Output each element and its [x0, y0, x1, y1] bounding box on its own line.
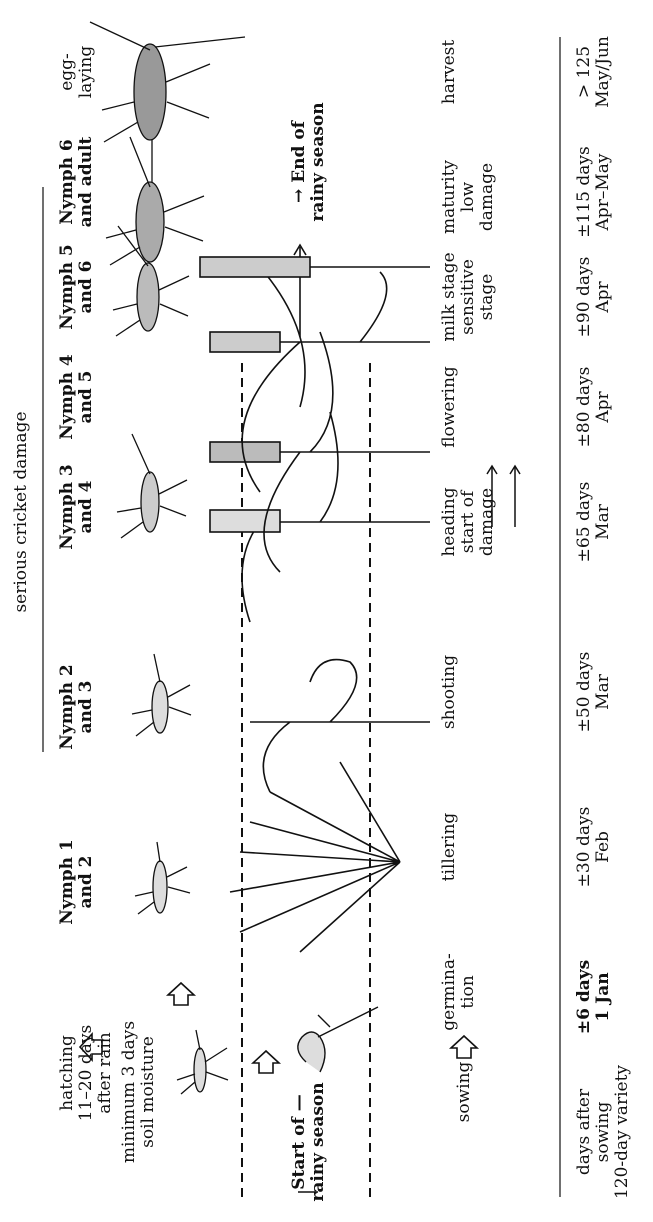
sowing-label: sowing	[455, 1052, 474, 1132]
plant-shooting-sketch	[250, 660, 430, 793]
damage-header: serious cricket damage	[12, 362, 31, 662]
timing-flowering: ±80 days Apr	[575, 362, 613, 452]
timing-germination: ±6 days 1 Jan	[575, 952, 613, 1042]
stage-egg-laying: egg- laying	[58, 32, 96, 112]
cricket-hatchling-sketch	[177, 1030, 228, 1094]
cricket-nymph-3-sketch	[117, 434, 187, 538]
start-rainy-season: Start of — rainy season	[290, 1072, 328, 1212]
plant-stage-heading: heading start of damage	[440, 477, 497, 567]
hollow-arrow-soil	[168, 983, 194, 1005]
timing-heading: ±65 days Mar	[575, 477, 613, 567]
cricket-nymph-1-sketch	[135, 842, 190, 914]
plant-germination-sketch	[298, 1007, 378, 1072]
timing-tillering: ±30 days Feb	[575, 802, 613, 892]
timing-maturity: ±115 days Apr–May	[575, 142, 613, 242]
cricket-adult-sketch	[106, 122, 204, 265]
timing-harvest: > 125 May/Jun	[575, 27, 613, 117]
plant-stage-germination: germina- tion	[440, 947, 478, 1037]
stage-nymph-1: Nymph 1 and 2	[58, 832, 96, 932]
cricket-nymph-2-sketch	[132, 654, 191, 736]
plant-stage-maturity: maturity low damage	[440, 152, 497, 242]
timing-header: days after sowing 120-day variety	[575, 1062, 632, 1202]
end-rainy-season: → End of rainy season	[290, 87, 328, 237]
timing-shooting: ±50 days Mar	[575, 647, 613, 737]
stage-nymph-3: Nymph 3 and 4	[58, 452, 96, 562]
plant-tillering-sketch	[230, 762, 400, 952]
plant-stage-tillering: tillering	[440, 802, 459, 892]
hollow-arrow-rainy	[253, 1051, 279, 1073]
stage-nymph-5: Nymph 5 and 6	[58, 232, 96, 342]
stage-nymph-4: Nymph 4 and 5	[58, 342, 96, 452]
plant-stage-flowering: flowering	[440, 362, 459, 452]
plant-stage-shooting: shooting	[440, 647, 459, 737]
plant-stage-harvest: harvest	[440, 27, 459, 117]
cricket-egg-laying-sketch	[90, 22, 245, 142]
soil-moisture-label: minimum 3 days soil moisture	[120, 1017, 158, 1167]
plant-stage-milk: milk stage sensitive stage	[440, 252, 497, 342]
stage-nymph-2: Nymph 2 and 3	[58, 657, 96, 757]
timing-milk: ±90 days Apr	[575, 252, 613, 342]
stage-hatching: hatching 11–20 days after rain	[58, 1018, 115, 1128]
stage-nymph-6: Nymph 6 and adult	[58, 127, 96, 237]
